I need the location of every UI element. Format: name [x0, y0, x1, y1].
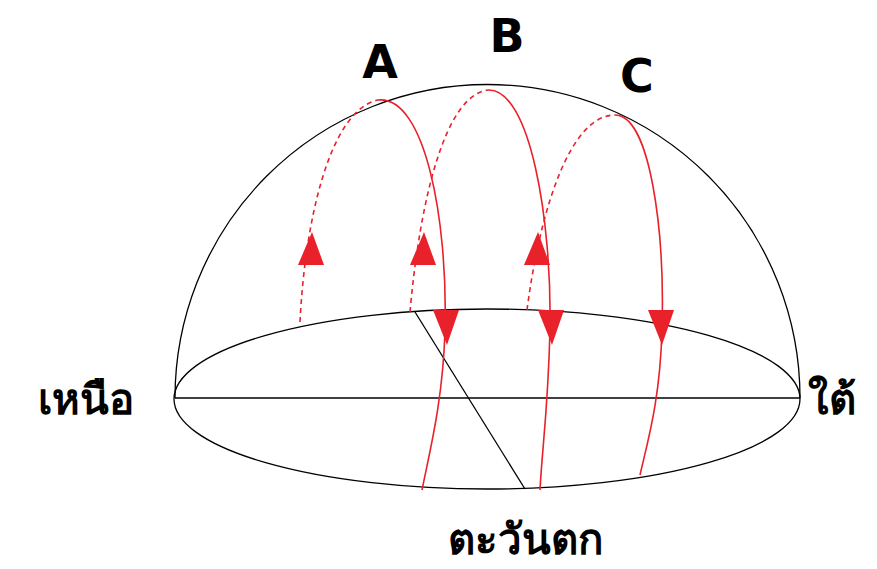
arrowhead: [538, 310, 564, 345]
east-west-line: [415, 312, 525, 489]
arrowhead: [524, 232, 550, 265]
sun-path: [615, 115, 662, 475]
horizon-ellipse: [174, 309, 800, 489]
path-letter: B: [489, 11, 524, 62]
sun-path-hidden: [300, 100, 378, 322]
direction-label: เหนือ: [38, 377, 134, 423]
sun-path-hidden: [527, 115, 615, 310]
direction-label: ใต้: [808, 377, 856, 423]
arrowhead: [433, 310, 459, 345]
path-letter: A: [362, 37, 398, 88]
path-letter: C: [620, 51, 654, 102]
sun-path-hidden: [410, 90, 488, 312]
arrowhead: [298, 232, 324, 265]
arrowhead: [648, 310, 674, 345]
sun-path: [488, 90, 550, 490]
direction-label: ตะวันตก: [448, 517, 603, 563]
arrowhead: [410, 232, 436, 265]
dome-outline: [175, 84, 800, 398]
sun-path: [378, 100, 445, 490]
north-south-line: [175, 397, 800, 398]
